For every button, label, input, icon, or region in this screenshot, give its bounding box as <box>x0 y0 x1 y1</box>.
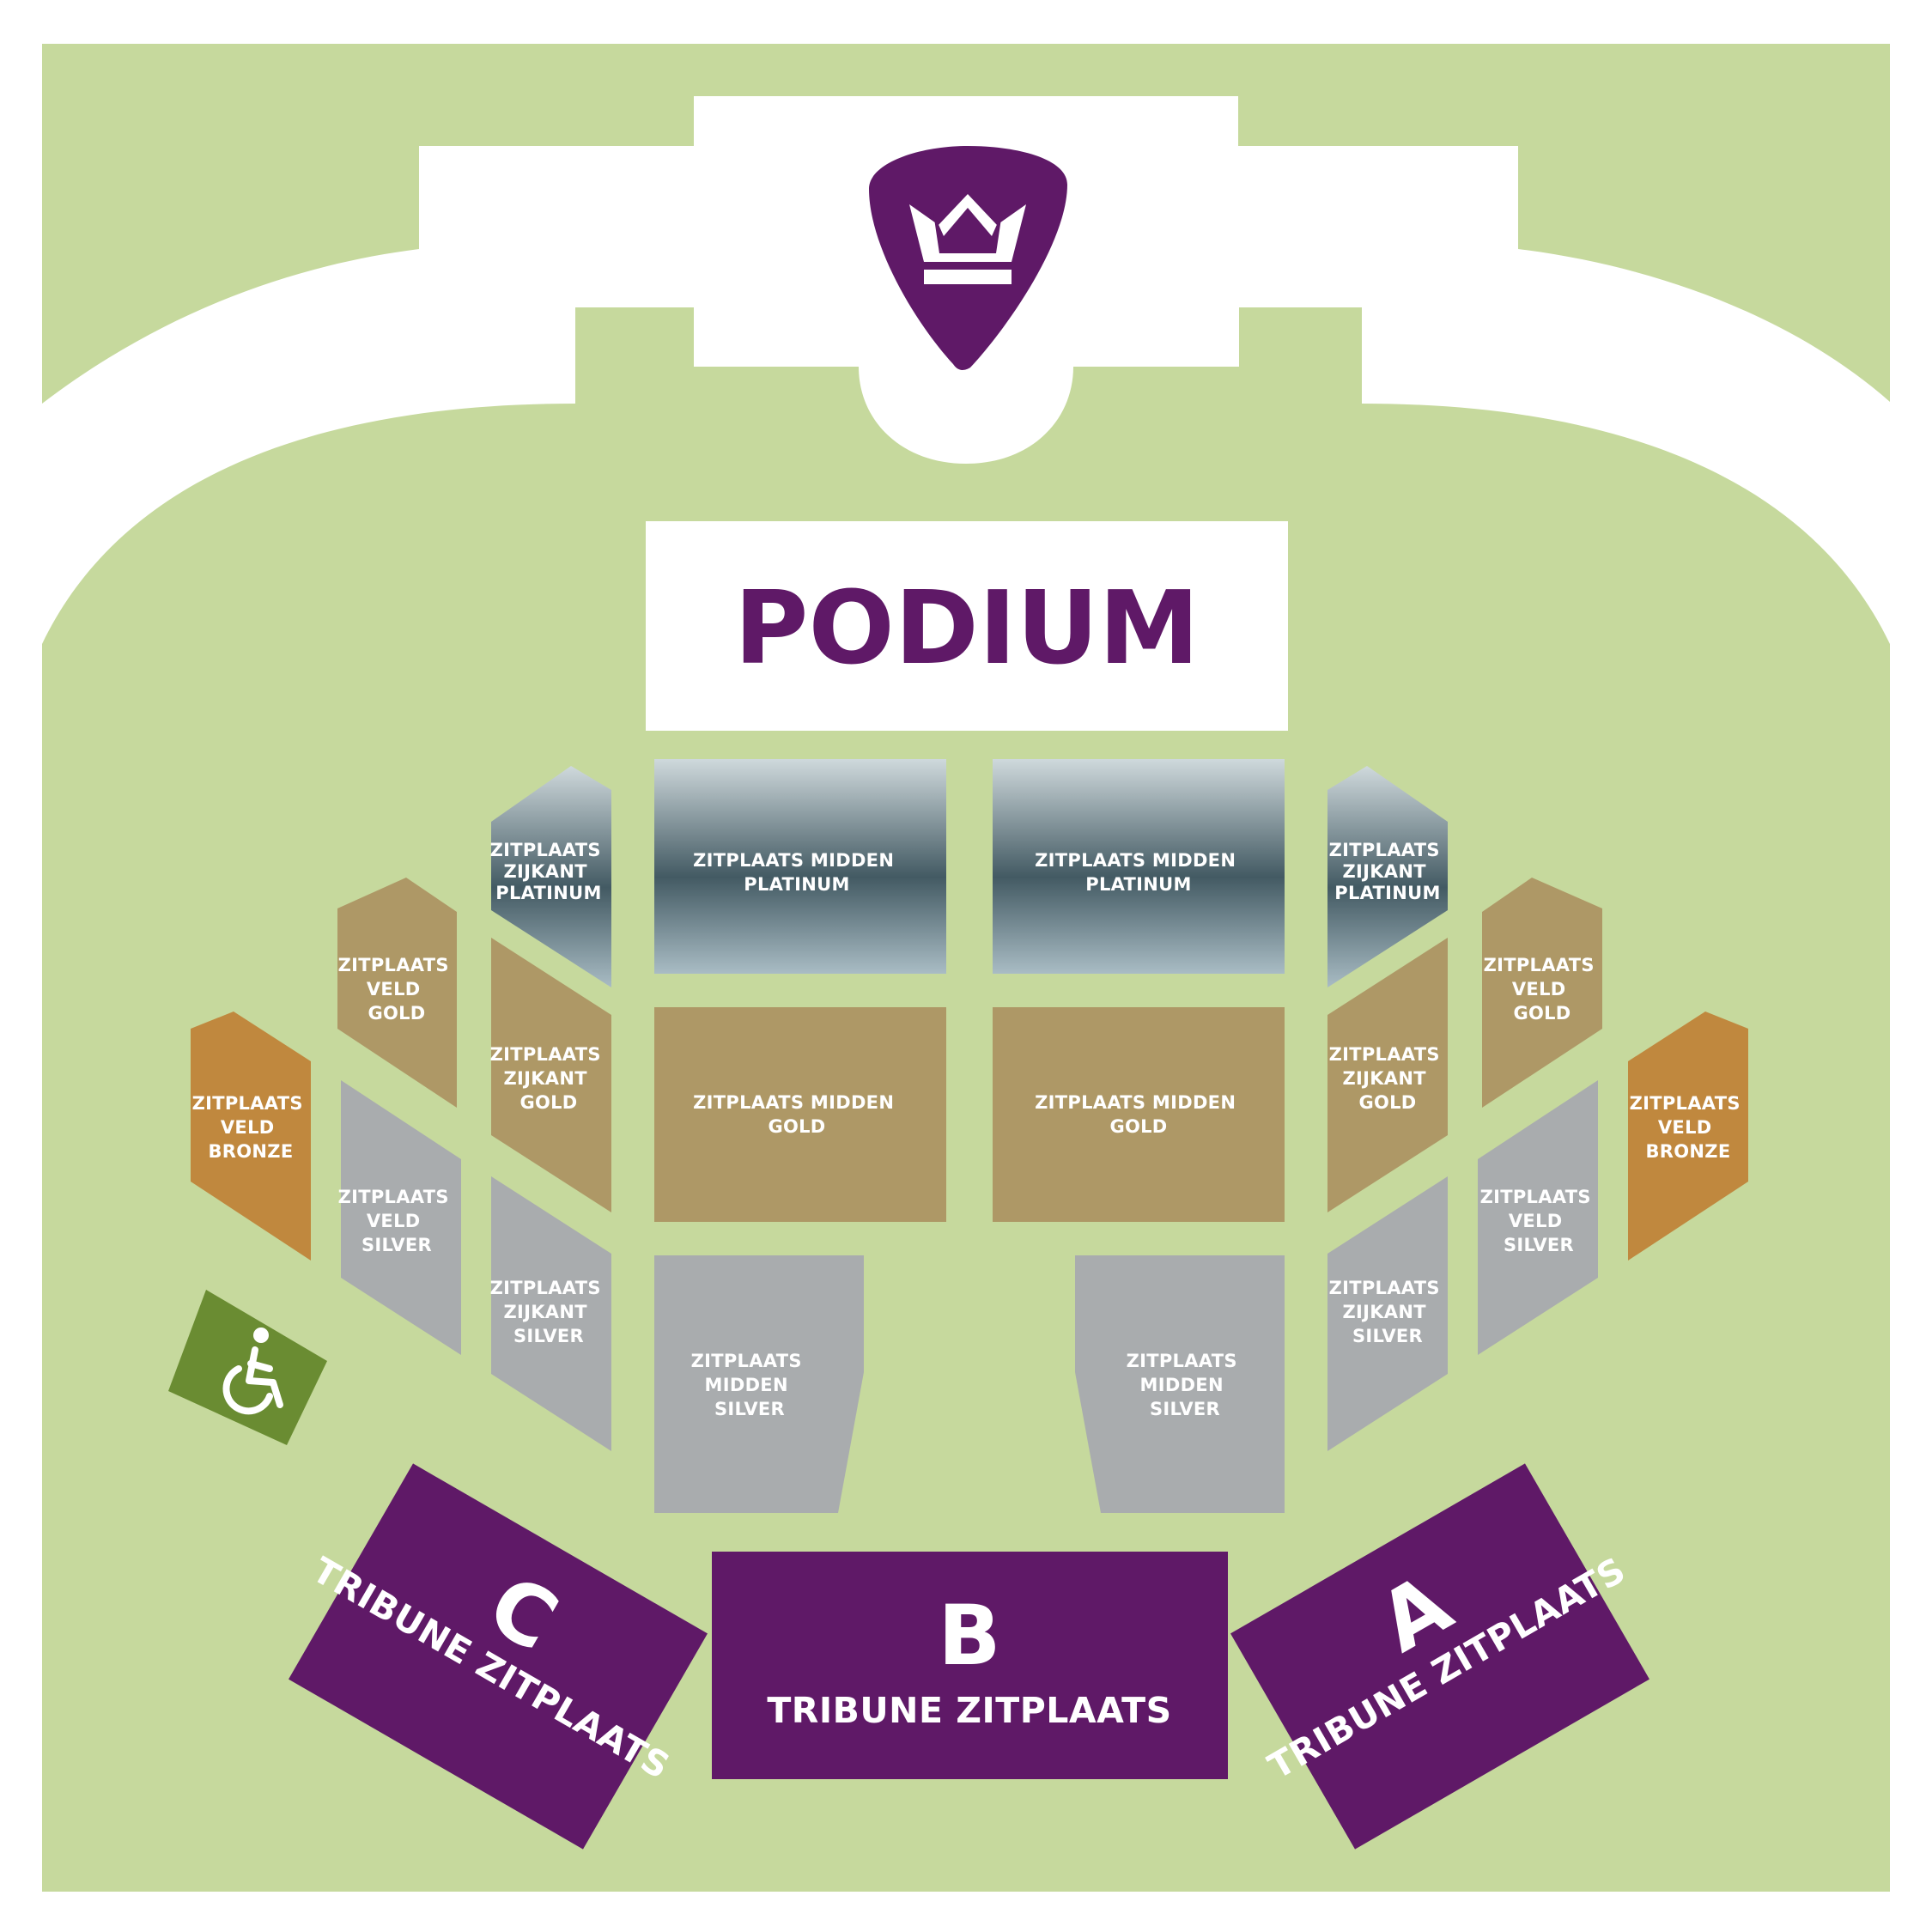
section-silver-side-right[interactable]: ZITPLAATS ZIJKANT SILVER <box>1327 1176 1448 1451</box>
tribune-b-letter: B <box>938 1588 1000 1684</box>
section-gold-mid-left[interactable]: ZITPLAATS MIDDEN GOLD <box>654 1007 946 1222</box>
section-label: ZITPLAATS ZIJKANT PLATINUM <box>1329 840 1447 903</box>
walkway <box>42 44 1890 644</box>
section-label: ZITPLAATS VELD SILVER <box>338 1187 456 1255</box>
section-gold-field-right[interactable]: ZITPLAATS VELD GOLD <box>1482 878 1602 1108</box>
tribune-b-label: TRIBUNE ZITPLAATS <box>767 1690 1171 1731</box>
wheelchair-icon <box>222 1327 283 1415</box>
section-label: ZITPLAATS MIDDEN SILVER <box>1127 1351 1244 1419</box>
section-silver-field-left[interactable]: ZITPLAATS VELD SILVER <box>338 1080 461 1355</box>
section-silver-field-right[interactable]: ZITPLAATS VELD SILVER <box>1478 1080 1598 1355</box>
section-label: ZITPLAATS VELD GOLD <box>1484 955 1601 1024</box>
section-silver-mid-right[interactable]: ZITPLAATS MIDDEN SILVER <box>1075 1255 1285 1513</box>
section-label: ZITPLAATS MIDDEN PLATINUM <box>693 850 901 895</box>
section-label: ZITPLAATS VELD SILVER <box>1480 1187 1598 1255</box>
stage-area <box>646 521 1288 731</box>
section-gold-field-left[interactable]: ZITPLAATS VELD GOLD <box>337 878 457 1108</box>
section-label: ZITPLAATS ZIJKANT PLATINUM <box>490 840 608 903</box>
stage: PODIUM <box>646 521 1288 731</box>
section-platinum-mid-right[interactable]: ZITPLAATS MIDDEN PLATINUM <box>993 759 1285 974</box>
section-gold-mid-right[interactable]: ZITPLAATS MIDDEN GOLD <box>993 1007 1285 1222</box>
stage-label: PODIUM <box>734 568 1200 687</box>
section-label: ZITPLAATS ZIJKANT GOLD <box>1329 1044 1447 1113</box>
section-label: ZITPLAATS MIDDEN GOLD <box>1035 1092 1242 1137</box>
accessibility-area[interactable] <box>168 1290 327 1445</box>
section-label: ZITPLAATS VELD BRONZE <box>1630 1093 1747 1162</box>
section-bronze-field-left[interactable]: ZITPLAATS VELD BRONZE <box>191 1012 311 1261</box>
section-silver-side-left[interactable]: ZITPLAATS ZIJKANT SILVER <box>490 1176 611 1451</box>
section-label: ZITPLAATS ZIJKANT SILVER <box>1329 1278 1447 1346</box>
section-label: ZITPLAATS ZIJKANT GOLD <box>490 1044 608 1113</box>
section-label: ZITPLAATS VELD BRONZE <box>192 1093 310 1162</box>
section-bronze-field-right[interactable]: ZITPLAATS VELD BRONZE <box>1628 1012 1748 1261</box>
section-platinum-mid-left[interactable]: ZITPLAATS MIDDEN PLATINUM <box>654 759 946 974</box>
tribune-b[interactable]: B TRIBUNE ZITPLAATS <box>712 1552 1228 1779</box>
section-label: ZITPLAATS ZIJKANT SILVER <box>490 1278 608 1346</box>
section-label: ZITPLAATS MIDDEN GOLD <box>693 1092 901 1137</box>
section-label: ZITPLAATS VELD GOLD <box>338 955 456 1024</box>
section-gold-side-left[interactable]: ZITPLAATS ZIJKANT GOLD <box>490 938 611 1212</box>
section-gold-side-right[interactable]: ZITPLAATS ZIJKANT GOLD <box>1327 938 1448 1212</box>
section-platinum-side-left[interactable]: ZITPLAATS ZIJKANT PLATINUM <box>490 766 611 987</box>
section-label: ZITPLAATS MIDDEN SILVER <box>691 1351 809 1419</box>
crown-guitar-pick-icon <box>869 146 1067 370</box>
section-platinum-side-right[interactable]: ZITPLAATS ZIJKANT PLATINUM <box>1327 766 1448 987</box>
section-label: ZITPLAATS MIDDEN PLATINUM <box>1035 850 1242 895</box>
section-silver-mid-left[interactable]: ZITPLAATS MIDDEN SILVER <box>654 1255 864 1513</box>
